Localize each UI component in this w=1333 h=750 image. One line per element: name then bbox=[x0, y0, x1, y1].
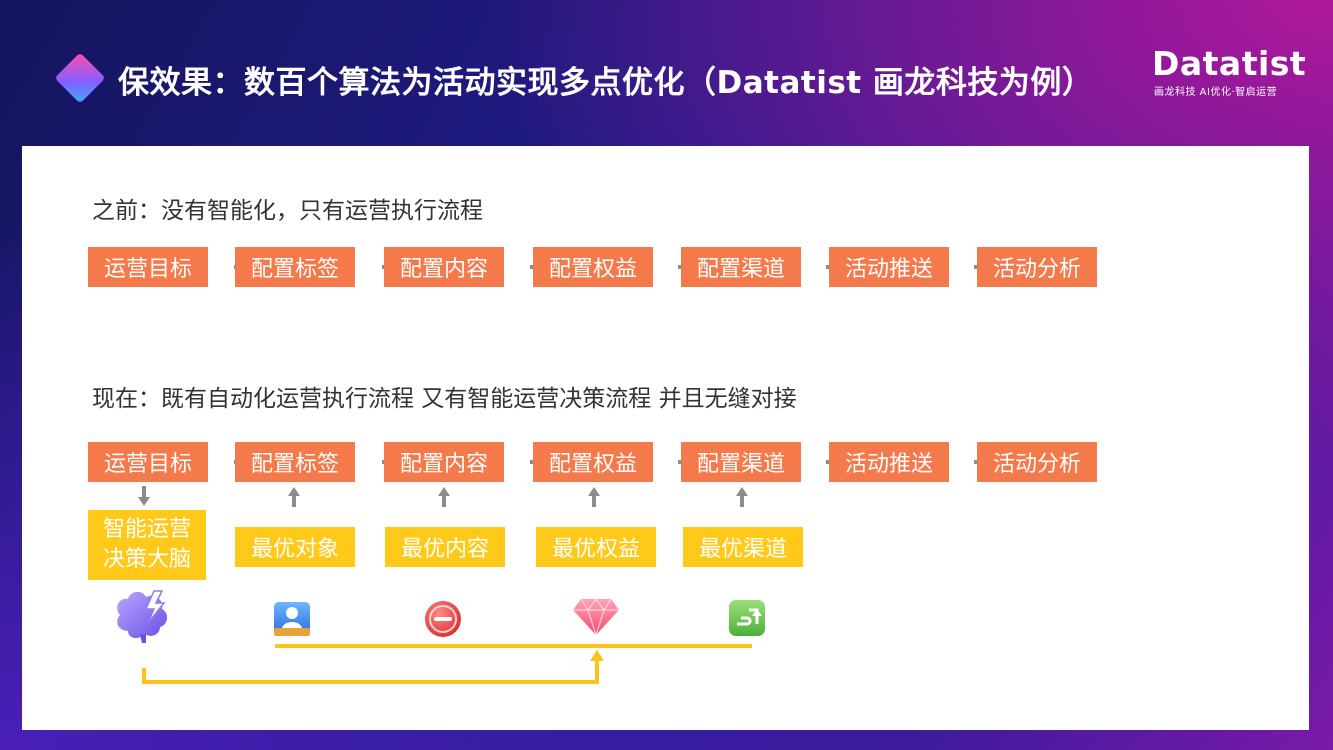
before-step-7: 活动分析 bbox=[977, 247, 1097, 287]
brain-connector-riser bbox=[595, 660, 599, 684]
brand-logo: Datatist 画龙科技 AI优化·智启运营 bbox=[1152, 44, 1306, 100]
now-step-4: 配置权益 bbox=[533, 442, 653, 482]
brain-line-2: 决策大脑 bbox=[102, 547, 191, 572]
before-step-5: 配置渠道 bbox=[681, 247, 801, 287]
channel-up-arrow bbox=[736, 487, 748, 507]
brain-line-1: 智能运营 bbox=[102, 517, 191, 542]
brain-connector-horizontal bbox=[142, 680, 599, 684]
channel-icon bbox=[729, 600, 765, 636]
content-icon bbox=[425, 601, 461, 637]
now-step-2: 配置标签 bbox=[235, 442, 355, 482]
brain-connector-vertical bbox=[142, 668, 146, 684]
brain-icon bbox=[117, 590, 168, 643]
equity-up-arrow bbox=[588, 487, 600, 507]
before-step-3: 配置内容 bbox=[384, 247, 504, 287]
now-step-7: 活动分析 bbox=[977, 442, 1097, 482]
content-up-arrow bbox=[438, 487, 450, 507]
before-step-6: 活动推送 bbox=[829, 247, 949, 287]
before-heading: 之前：没有智能化，只有运营执行流程 bbox=[92, 198, 483, 224]
logo-tagline: 画龙科技 AI优化·智启运营 bbox=[1154, 87, 1278, 98]
now-heading: 现在：既有自动化运营执行流程 又有智能运营决策流程 并且无缝对接 bbox=[92, 386, 797, 412]
brain-connector-arrowhead bbox=[590, 650, 604, 661]
before-step-2: 配置标签 bbox=[235, 247, 355, 287]
optimal-equity-box: 最优权益 bbox=[536, 527, 656, 567]
now-step-3: 配置内容 bbox=[384, 442, 504, 482]
before-step-1: 运营目标 bbox=[88, 247, 208, 287]
user-profile-icon bbox=[274, 602, 310, 636]
optimal-object-box: 最优对象 bbox=[235, 527, 355, 567]
now-step-1: 运营目标 bbox=[88, 442, 208, 482]
slide-title: 保效果：数百个算法为活动实现多点优化（Datatist 画龙科技为例） bbox=[118, 65, 1094, 101]
optimal-channel-box: 最优渠道 bbox=[683, 527, 803, 567]
now-step-5: 配置渠道 bbox=[681, 442, 801, 482]
optimizer-connector-line bbox=[275, 644, 752, 648]
content-panel: 之前：没有智能化，只有运营执行流程 运营目标 配置标签 配置内容 配置权益 配置… bbox=[22, 146, 1309, 730]
now-step-6: 活动推送 bbox=[829, 442, 949, 482]
logo-name: Datatist bbox=[1152, 44, 1307, 83]
optimal-content-box: 最优内容 bbox=[385, 527, 505, 567]
decision-brain-box: 智能运营 决策大脑 bbox=[88, 510, 206, 580]
before-step-4: 配置权益 bbox=[533, 247, 653, 287]
diamond-icon bbox=[573, 597, 619, 636]
object-up-arrow bbox=[288, 487, 300, 507]
title-diamond-icon bbox=[54, 52, 106, 104]
brain-down-arrow bbox=[138, 486, 150, 506]
